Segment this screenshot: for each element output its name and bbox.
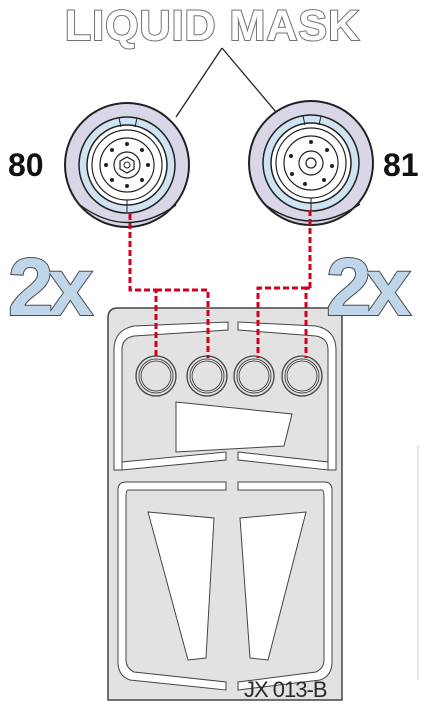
wheel-number-81: 81 — [383, 147, 419, 183]
leader-lines — [128, 210, 312, 358]
photo-etch-fret — [107, 307, 419, 701]
title-pointer-lines — [175, 47, 277, 118]
wheel-81 — [248, 100, 374, 226]
multiplier-right: 2x — [325, 242, 412, 333]
wheel-number-80: 80 — [8, 147, 44, 183]
wheel-80 — [64, 102, 190, 228]
part-code-label: JX 013-B — [244, 677, 327, 702]
liquid-mask-title: LIQUID MASK — [64, 1, 361, 51]
multiplier-left: 2x — [7, 242, 94, 333]
